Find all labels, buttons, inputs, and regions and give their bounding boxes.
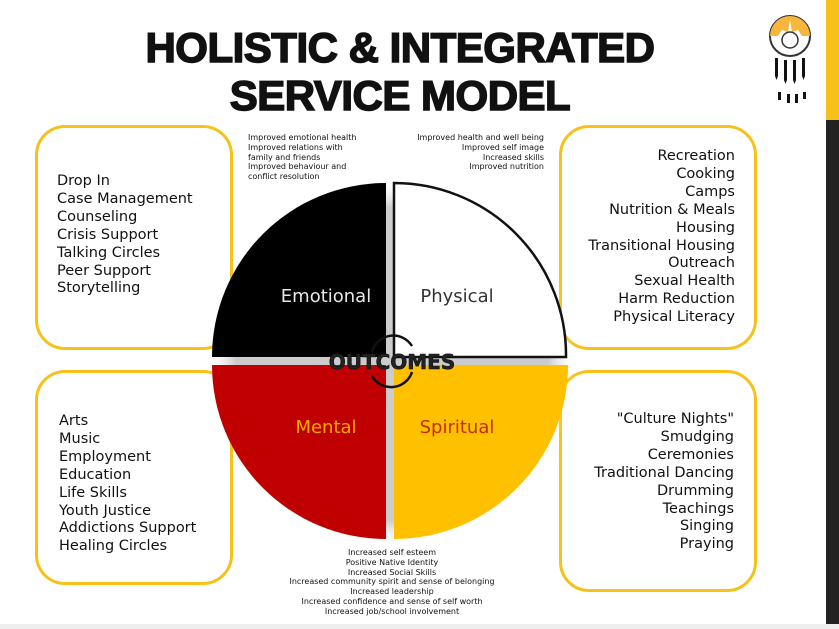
label-spiritual: Spiritual [420,417,495,438]
service-item: Recreation [657,148,735,164]
dreamcatcher-logo [769,15,811,103]
service-item: Counseling [57,208,138,225]
service-item: Ceremonies [647,446,734,463]
service-item: Drumming [657,482,734,499]
physical-services-box [559,125,757,350]
physical-outcomes: Improved health and well being Improved … [417,133,544,172]
outcome-item: Increased Social Skills [347,567,437,577]
outcome-item: Increased community spirit and sense of … [289,577,495,587]
spiritual-services-list: "Culture Nights" Smudging Ceremonies Tra… [594,411,734,554]
label-physical: Physical [420,286,493,307]
service-item: Smudging [660,428,734,445]
outcome-item: Improved health and well being [417,133,544,142]
outcome-item: Improved self image [461,142,544,152]
service-item: Harm Reduction [618,291,735,308]
service-item: Sexual Health [634,273,735,290]
general-outcomes: Increased self esteem Positive Native Id… [282,548,502,617]
service-item: "Culture Nights" [616,411,734,427]
outcome-item: Increased self esteem [347,548,436,557]
outcome-item: Increased leadership [350,587,434,597]
cycle-arrows-icon [370,334,414,389]
mental-services-box [35,370,233,585]
service-item: Arts [59,413,89,429]
outcome-item: Positive Native Identity [345,557,439,567]
service-item: Employment [59,448,151,465]
service-item: Physical Literacy [613,309,735,326]
quadrant-emotional [212,183,386,357]
emotional-services-list: Drop In Case Management Counseling Crisi… [57,173,193,298]
label-emotional: Emotional [281,286,371,307]
service-item: Outreach [668,255,735,272]
service-item: Singing [679,518,734,535]
service-item: Nutrition & Meals [609,201,735,218]
service-item: Peer Support [57,262,151,279]
service-item: Addictions Support [59,520,197,537]
service-item: Crisis Support [57,226,159,243]
service-item: Healing Circles [59,538,168,555]
label-mental: Mental [295,417,356,438]
service-item: Music [59,430,101,447]
mental-services-list: Arts Music Employment Education Life Ski… [59,413,196,556]
emotional-services-box [35,125,233,350]
service-item: Housing [676,219,735,236]
service-item: Life Skills [59,484,127,501]
page-title-line1: HOLISTIC & INTEGRATED [145,24,656,71]
physical-services-list: Recreation Cooking Camps Nutrition & Mea… [588,148,735,327]
outcome-item: conflict resolution [248,172,320,182]
service-item: Camps [685,183,735,200]
service-item: Storytelling [57,280,141,297]
outcome-item: Improved emotional health [248,133,357,142]
outcomes-label: OUTCOMES [329,350,456,374]
spiritual-services-box [559,370,757,592]
service-item: Traditional Dancing [594,464,734,481]
outcome-item: Improved nutrition [469,162,544,172]
service-item: Praying [679,536,734,553]
outcome-item: Improved behaviour and [248,162,347,172]
emotional-outcomes: Improved emotional health Improved relat… [248,133,356,182]
service-item: Education [59,466,132,483]
outcome-item: Increased job/school involvement [324,606,460,616]
outcome-item: Increased confidence and sense of self w… [301,596,483,606]
service-item: Talking Circles [57,244,161,261]
outcome-item: Increased skills [482,152,544,162]
service-item: Drop In [57,173,110,189]
page-title-line2: SERVICE MODEL [229,72,571,119]
quadrant-physical [392,181,568,359]
dark-bar [826,120,839,629]
service-item: Cooking [676,165,735,182]
service-item: Transitional Housing [588,237,735,254]
outcome-item: Improved relations with [248,142,343,152]
service-item: Teachings [662,500,734,517]
quadrant-spiritual [394,365,568,539]
outcome-item: family and friends [248,152,321,162]
service-item: Case Management [57,190,193,207]
accent-bar [826,0,839,120]
quadrant-mental [212,365,386,539]
service-item: Youth Justice [59,502,152,519]
footer-strip [0,624,839,629]
